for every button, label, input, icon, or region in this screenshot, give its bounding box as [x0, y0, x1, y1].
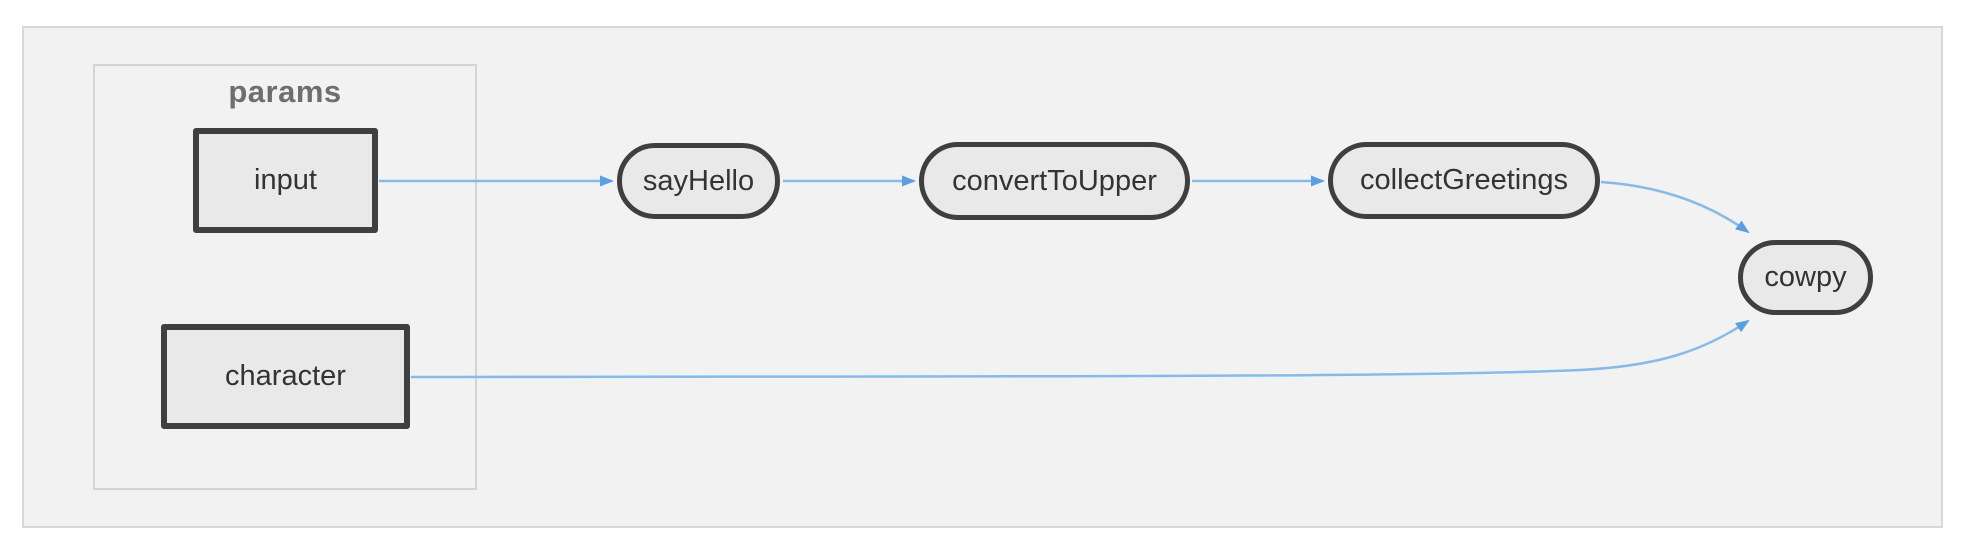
- params-group: params: [93, 64, 477, 490]
- node-character[interactable]: character: [161, 324, 410, 429]
- flow-canvas: [22, 26, 1943, 528]
- node-cowpy[interactable]: cowpy: [1738, 240, 1873, 315]
- node-converttoupper[interactable]: convertToUpper: [919, 142, 1190, 220]
- node-collectgreetings[interactable]: collectGreetings: [1328, 142, 1600, 219]
- node-input[interactable]: input: [193, 128, 378, 233]
- node-sayhello[interactable]: sayHello: [617, 143, 780, 219]
- params-group-label: params: [228, 74, 342, 109]
